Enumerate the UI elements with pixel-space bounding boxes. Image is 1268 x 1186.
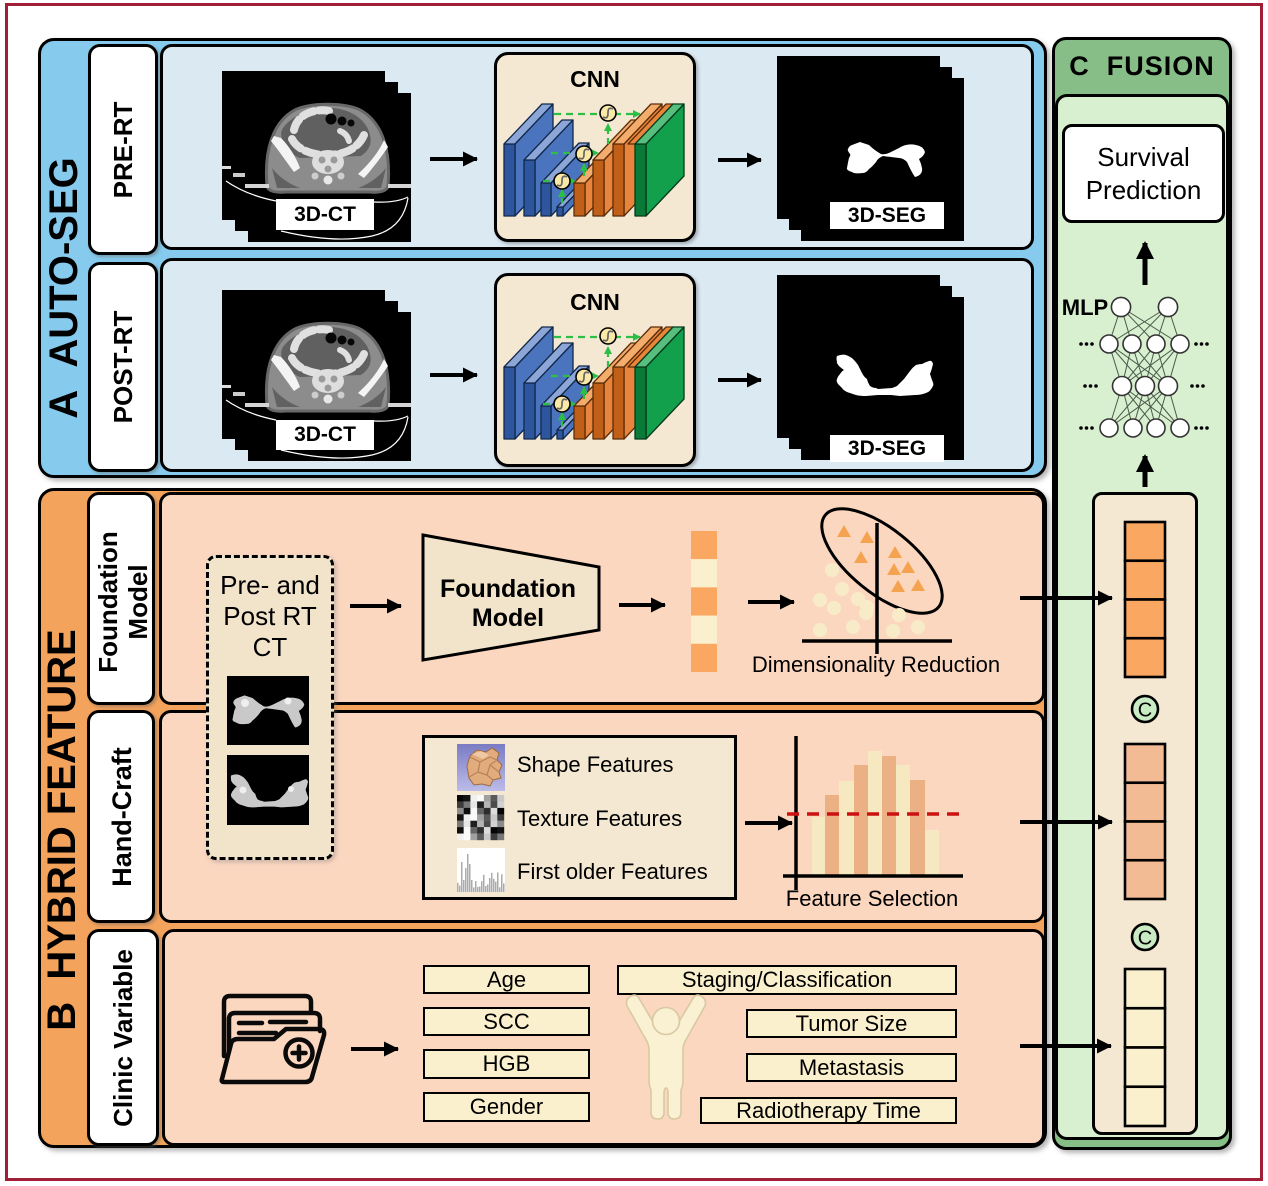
- svg-text:Foundation: Foundation: [440, 575, 576, 603]
- svg-text:Model: Model: [472, 604, 544, 632]
- svg-text:C: C: [1138, 700, 1152, 722]
- svg-text:C: C: [1138, 928, 1152, 950]
